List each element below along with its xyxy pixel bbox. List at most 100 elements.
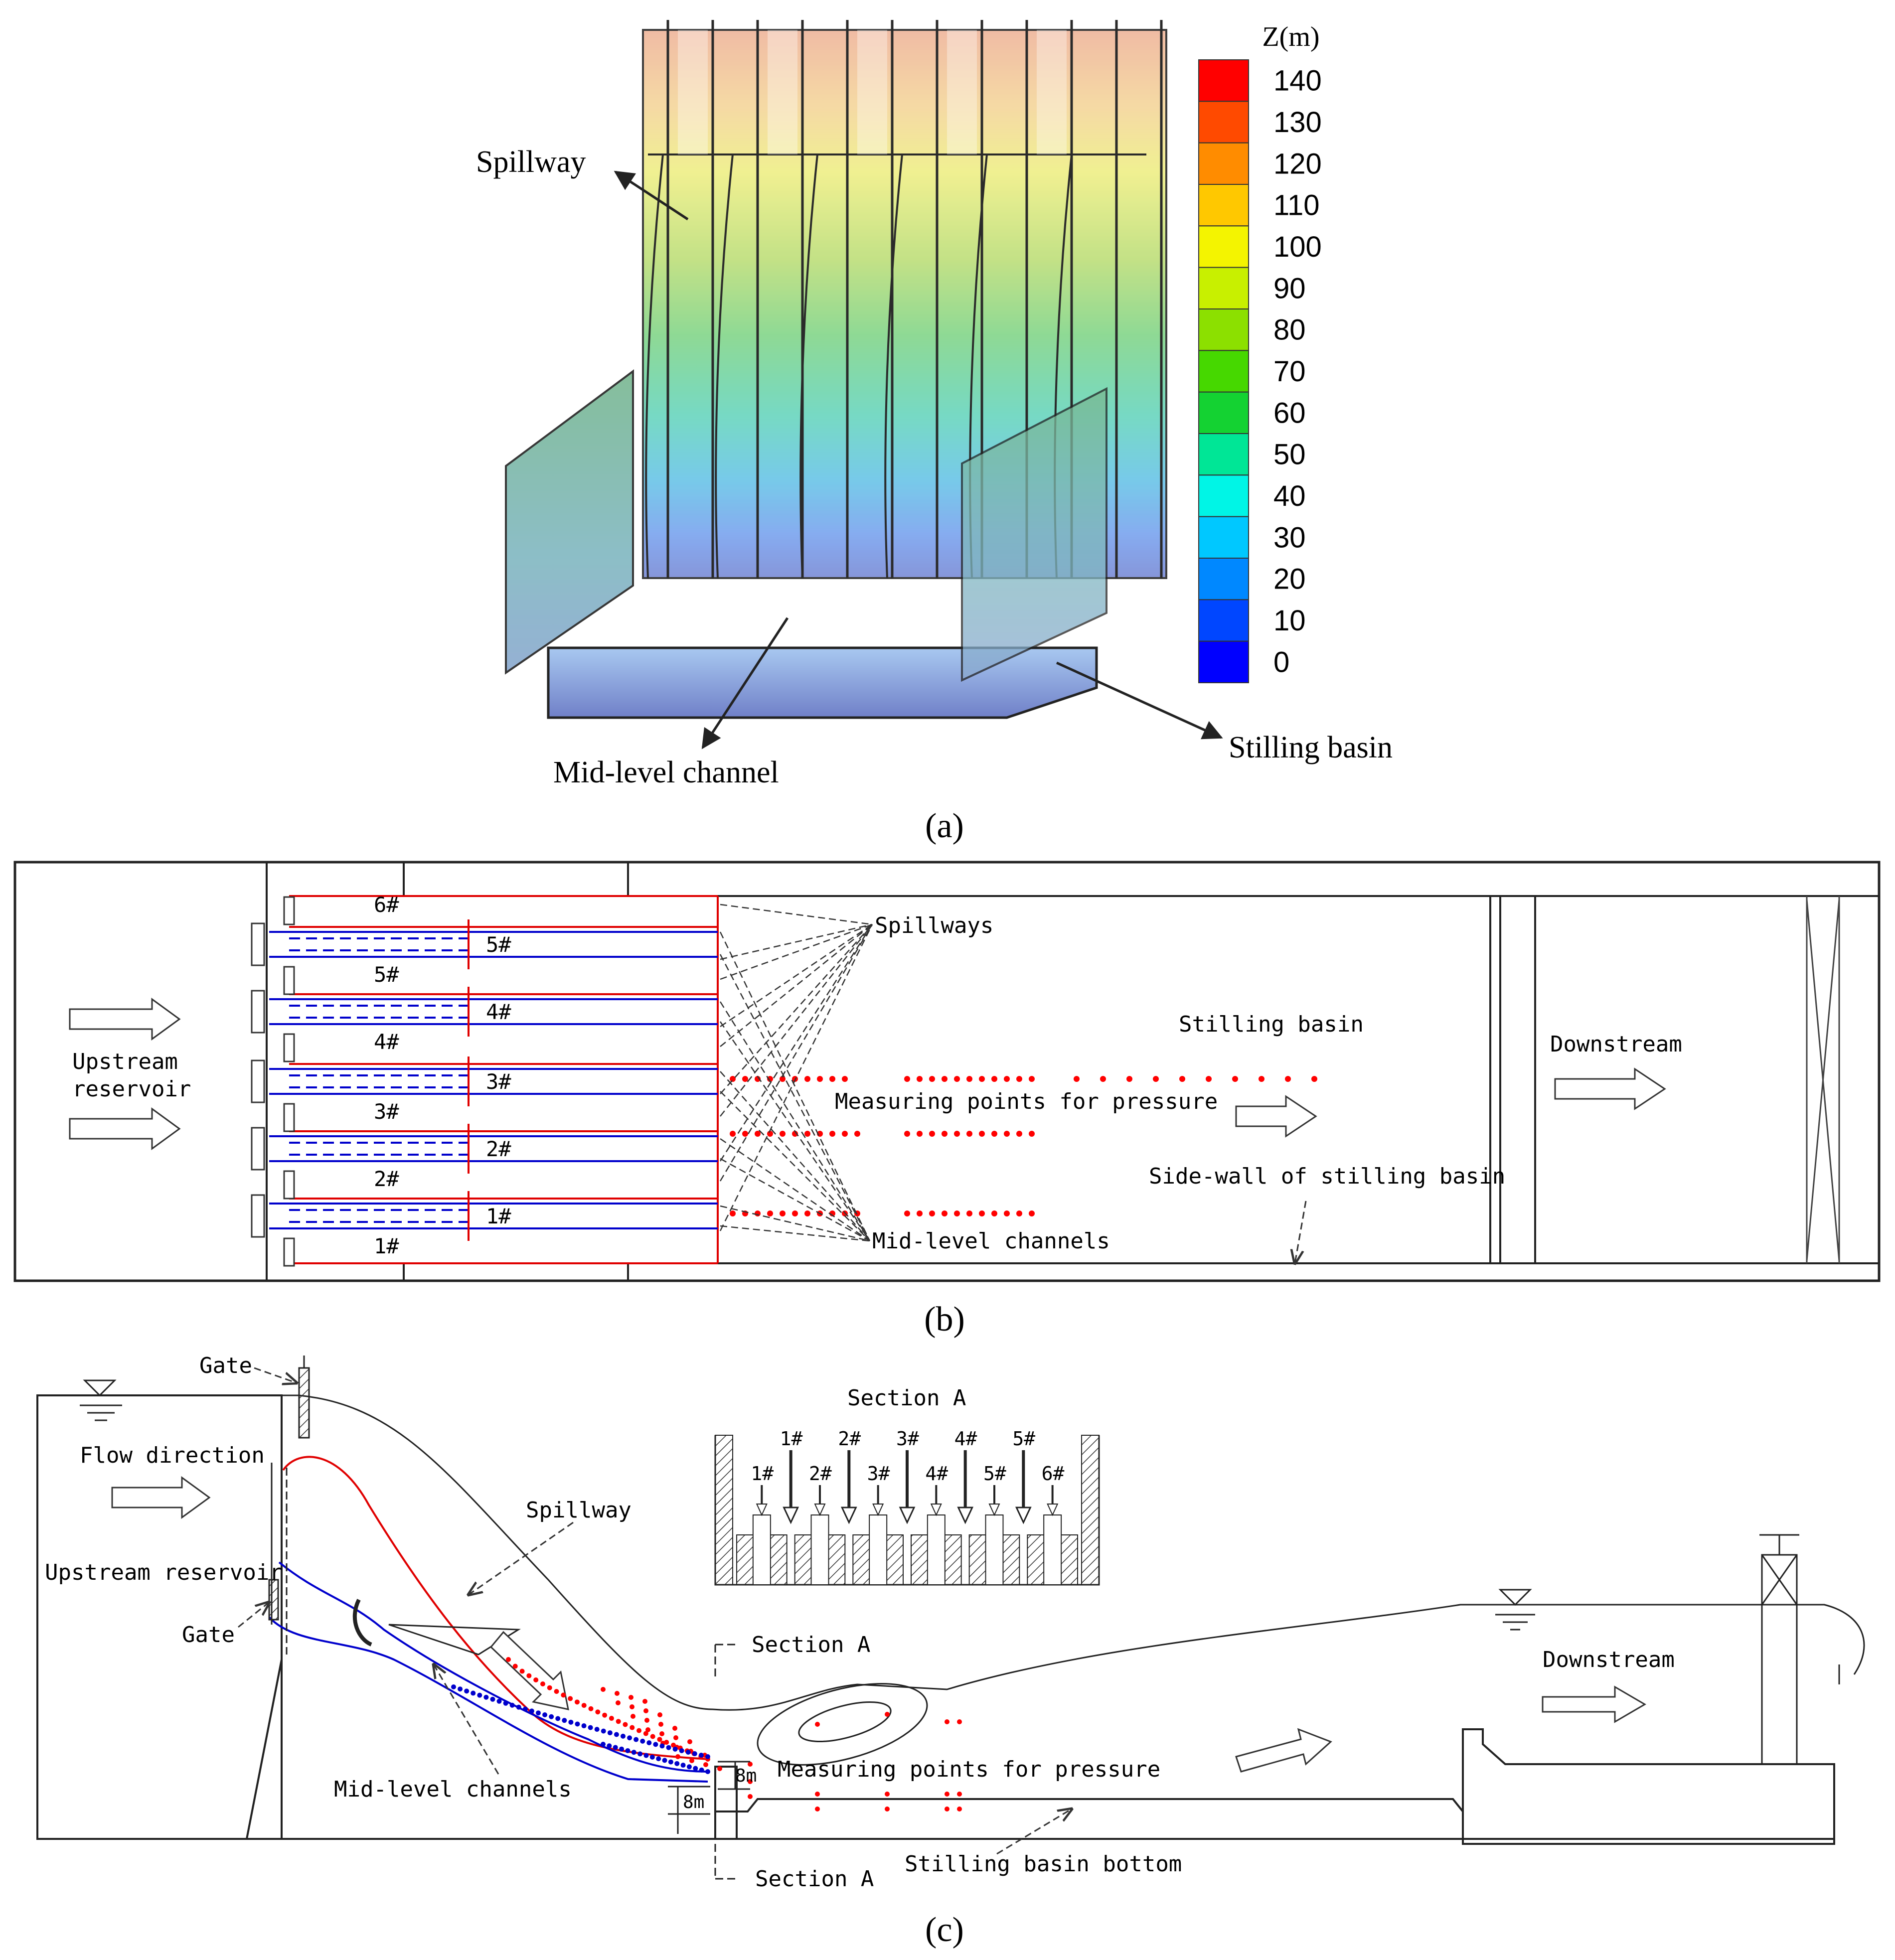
measuring-point-red	[574, 1699, 580, 1705]
colorbar-segment	[1198, 59, 1249, 102]
measuring-point-blue	[509, 1702, 515, 1708]
measuring-point	[966, 1210, 972, 1216]
measuring-point-blue	[549, 1714, 554, 1719]
measuring-point-blue	[692, 1751, 697, 1757]
measuring-point	[792, 1131, 798, 1137]
section-a-inset: 1#2#3#4#5#1#2#3#4#5#6#	[714, 1428, 1100, 1586]
measuring-point-red	[643, 1708, 648, 1713]
arrow-mid-level-channel	[701, 617, 789, 750]
flow-arrows-plan	[69, 998, 1666, 1150]
leader-channel	[720, 1205, 870, 1242]
measuring-point	[829, 1076, 835, 1082]
measuring-point-red	[657, 1737, 662, 1742]
measuring-point-blue	[516, 1704, 521, 1710]
measuring-point	[755, 1131, 761, 1137]
leader-channel	[720, 1071, 870, 1241]
measuring-point-red	[623, 1722, 628, 1727]
measuring-point	[917, 1131, 923, 1137]
leader-spillway	[720, 924, 873, 1047]
measuring-point	[991, 1076, 997, 1082]
leader-spillway	[720, 923, 873, 980]
leader-spillway	[720, 923, 873, 1028]
leader-spillway	[720, 924, 873, 1094]
vortex-inner	[798, 1701, 892, 1742]
measuring-point	[829, 1131, 835, 1137]
measuring-point-red	[615, 1691, 620, 1696]
spillway-id-label: 1#	[374, 1234, 399, 1258]
measuring-point-red	[506, 1657, 511, 1662]
channel-gate-icon	[251, 922, 265, 966]
measuring-point	[1232, 1076, 1238, 1082]
measuring-point	[742, 1076, 748, 1082]
measuring-point-blue	[503, 1700, 508, 1706]
measuring-point	[767, 1076, 773, 1082]
channel-gate-icon	[251, 990, 265, 1034]
measuring-point	[730, 1076, 736, 1082]
measuring-point-blue	[672, 1746, 678, 1752]
measuring-point-blue	[649, 1754, 655, 1760]
measuring-point	[966, 1131, 972, 1137]
leader-channel	[720, 1158, 870, 1242]
section-top-id: 3#	[896, 1428, 919, 1450]
section-a-title: Section A	[847, 1385, 966, 1411]
gate-bottom-icon	[268, 1579, 279, 1621]
measuring-point	[929, 1076, 935, 1082]
measuring-point-blue	[522, 1706, 528, 1712]
measuring-point-red	[945, 1807, 949, 1811]
section-low-id: 5#	[983, 1463, 1006, 1485]
leader-channel	[719, 1001, 871, 1241]
measuring-point	[942, 1076, 948, 1082]
measuring-point-blue	[542, 1712, 548, 1718]
measuring-point	[954, 1076, 960, 1082]
water-level-icon-down	[1495, 1589, 1535, 1631]
measuring-point	[904, 1076, 910, 1082]
label-section-a-bottom: Section A	[755, 1866, 874, 1892]
spillway-gate-icon	[283, 966, 295, 995]
measuring-point-blue	[581, 1723, 587, 1729]
measuring-point-blue	[614, 1732, 619, 1737]
colorbar-tick-label: 50	[1273, 439, 1306, 471]
spillway-gate-icon	[283, 1170, 295, 1200]
spillway-id-label: 2#	[374, 1167, 399, 1191]
measuring-point	[1016, 1131, 1022, 1137]
colorbar-tick-label: 130	[1273, 106, 1322, 139]
leader-spillway	[719, 924, 873, 1182]
dim-8m-upper: 8m	[735, 1766, 757, 1786]
measuring-point-blue	[698, 1753, 704, 1758]
measuring-point-blue	[656, 1756, 661, 1762]
spillway-3d-model	[642, 20, 1167, 579]
measuring-point-red	[595, 1709, 601, 1715]
spillway-gate-icon	[283, 896, 295, 925]
colorbar-tick-label: 140	[1273, 65, 1322, 97]
side-wall-leader	[1295, 1201, 1307, 1263]
measuring-point-blue	[490, 1696, 495, 1702]
measuring-point-red	[957, 1719, 962, 1724]
section-top-id: 1#	[780, 1428, 803, 1450]
measuring-point	[1179, 1076, 1185, 1082]
colorbar-tick-label: 110	[1273, 189, 1319, 222]
measuring-point	[979, 1076, 985, 1082]
leader-spillway	[720, 924, 873, 1117]
measuring-point-red	[519, 1668, 525, 1674]
channel-gate-icon	[251, 1059, 265, 1103]
colorbar-segment	[1198, 267, 1249, 310]
colorbar-tick-label: 40	[1273, 480, 1306, 512]
measuring-point	[1074, 1076, 1080, 1082]
measuring-point-blue	[607, 1730, 613, 1736]
measuring-point	[1100, 1076, 1106, 1082]
downstream-gate-tower	[1759, 1534, 1840, 1765]
measuring-point-blue	[619, 1746, 625, 1752]
measuring-point-red	[554, 1689, 559, 1694]
measuring-point	[730, 1210, 736, 1216]
label-upstream-reservoir: Upstream reservoir	[45, 1560, 283, 1585]
measuring-point-red	[703, 1762, 708, 1767]
vortex-outer	[757, 1683, 928, 1766]
section-low-id: 4#	[925, 1463, 948, 1485]
measuring-point-red	[673, 1735, 678, 1740]
colorbar-segment	[1198, 474, 1249, 517]
colorbar-segment	[1198, 350, 1249, 393]
measuring-point	[780, 1210, 786, 1216]
measuring-point-red	[602, 1712, 608, 1718]
colorbar-tick-label: 60	[1273, 397, 1306, 429]
